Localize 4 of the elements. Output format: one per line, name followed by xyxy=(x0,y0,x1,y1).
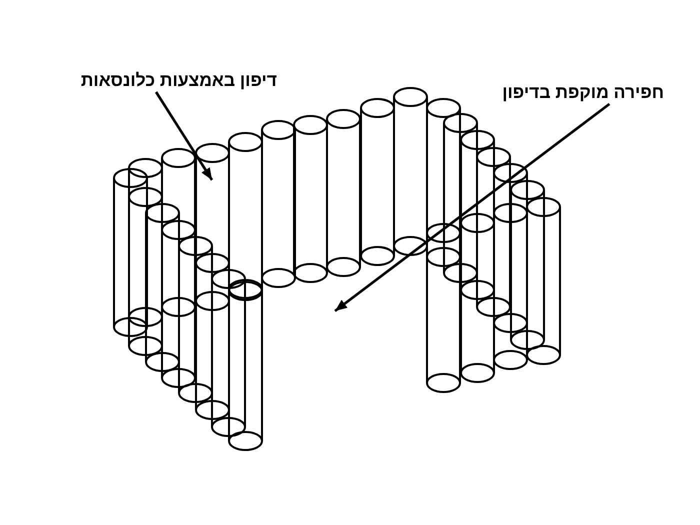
leader-arrow xyxy=(334,102,610,312)
callout-label: דיפון באמצעות כלונסאות xyxy=(80,69,277,91)
callout-label: חפירה מוקפת בדיפון xyxy=(502,81,664,103)
leader-arrow xyxy=(155,91,214,181)
